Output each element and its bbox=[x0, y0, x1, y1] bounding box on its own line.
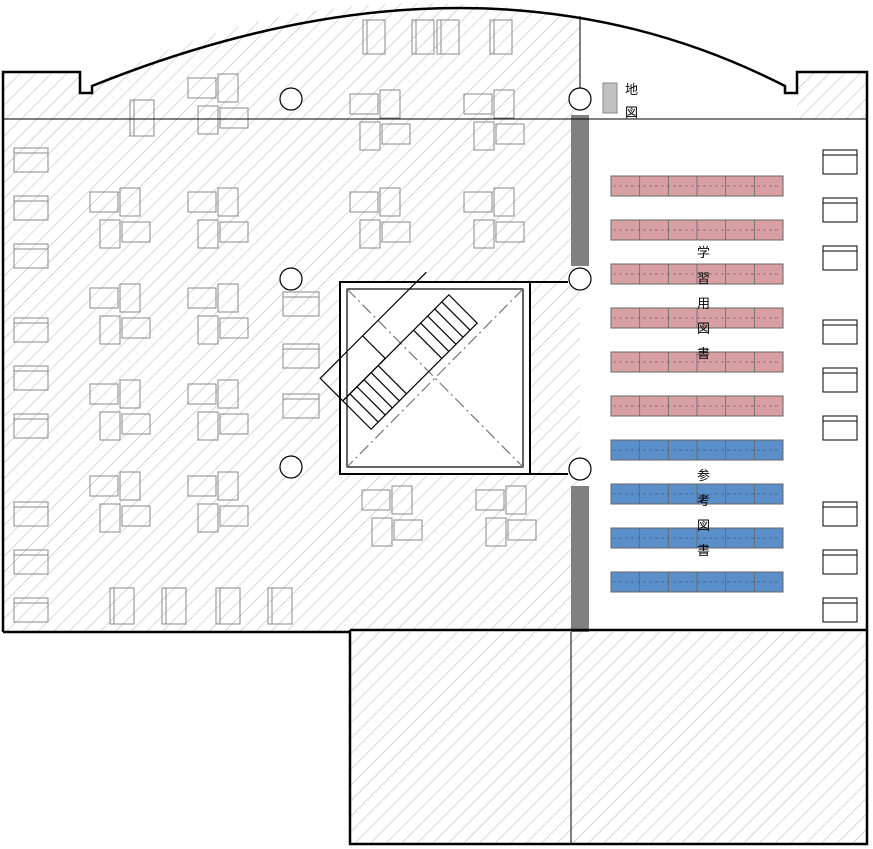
partition bbox=[571, 115, 589, 266]
chair bbox=[822, 501, 858, 527]
corner-right bbox=[797, 72, 867, 119]
reference-shelf bbox=[610, 439, 784, 461]
chair bbox=[822, 415, 858, 441]
table-group bbox=[187, 471, 249, 533]
annex-right bbox=[571, 632, 868, 844]
table-group bbox=[463, 89, 525, 151]
column bbox=[568, 267, 592, 291]
reference-books-label: 参 考 図 書 bbox=[697, 468, 710, 559]
chair bbox=[13, 549, 49, 575]
reference-shelf bbox=[610, 527, 784, 549]
chair bbox=[822, 597, 858, 623]
chair bbox=[13, 501, 49, 527]
reading-furniture bbox=[13, 19, 537, 625]
svg-text:書: 書 bbox=[697, 544, 710, 559]
study-shelf bbox=[610, 175, 784, 197]
map-sign-icon bbox=[602, 82, 618, 114]
svg-text:習: 習 bbox=[697, 272, 710, 287]
chair bbox=[109, 587, 135, 625]
chair bbox=[267, 587, 293, 625]
chair bbox=[822, 245, 858, 271]
right-chairs bbox=[822, 149, 858, 623]
stairwell-walls bbox=[529, 281, 568, 475]
chair bbox=[129, 99, 155, 137]
chair bbox=[13, 597, 49, 623]
chair bbox=[215, 587, 241, 625]
svg-text:考: 考 bbox=[697, 494, 710, 509]
chair bbox=[13, 413, 49, 439]
chair bbox=[411, 19, 435, 55]
study-shelf bbox=[610, 263, 784, 285]
chair bbox=[436, 19, 460, 55]
table-group bbox=[89, 379, 151, 441]
columns bbox=[279, 87, 592, 481]
svg-text:参: 参 bbox=[697, 468, 710, 484]
chair bbox=[13, 317, 49, 343]
study-shelf bbox=[610, 219, 784, 241]
table-group bbox=[89, 187, 151, 249]
table-group bbox=[89, 283, 151, 345]
chair bbox=[822, 367, 858, 393]
chair bbox=[13, 147, 49, 173]
chair bbox=[13, 195, 49, 221]
table-group bbox=[349, 89, 411, 151]
bookshelves bbox=[610, 175, 784, 593]
chair bbox=[282, 393, 320, 419]
study-shelf bbox=[610, 395, 784, 417]
study-shelf bbox=[610, 351, 784, 373]
outer-walls bbox=[1, 6, 869, 846]
map-label-2: 図 bbox=[625, 106, 638, 121]
corner-left bbox=[3, 72, 80, 119]
stairwell bbox=[319, 271, 531, 475]
reference-shelf bbox=[610, 483, 784, 505]
table-group bbox=[349, 187, 411, 249]
table-group bbox=[475, 485, 537, 547]
svg-text:書: 書 bbox=[697, 347, 710, 362]
reference-shelf bbox=[610, 571, 784, 593]
column bbox=[279, 455, 303, 479]
table-group bbox=[89, 471, 151, 533]
svg-text:学: 学 bbox=[697, 245, 710, 261]
table-group bbox=[463, 187, 525, 249]
column bbox=[279, 267, 303, 291]
svg-text:用: 用 bbox=[697, 297, 710, 312]
table-group bbox=[361, 485, 423, 547]
partition bbox=[571, 486, 589, 632]
study-books-label: 学 習 用 図 書 bbox=[697, 245, 710, 362]
table-group bbox=[187, 379, 249, 441]
column bbox=[568, 87, 592, 111]
chair bbox=[822, 549, 858, 575]
chair bbox=[822, 149, 858, 175]
stair-flight bbox=[319, 271, 479, 431]
svg-text:図: 図 bbox=[697, 322, 710, 337]
table-group bbox=[187, 283, 249, 345]
chair bbox=[362, 19, 386, 55]
table-group bbox=[187, 73, 249, 135]
table-group bbox=[187, 187, 249, 249]
map-label-1: 地 bbox=[625, 83, 638, 98]
chair bbox=[489, 19, 513, 55]
study-shelf bbox=[610, 307, 784, 329]
chair bbox=[13, 365, 49, 391]
chair bbox=[822, 197, 858, 223]
chair bbox=[282, 343, 320, 369]
column bbox=[568, 457, 592, 481]
chair bbox=[13, 243, 49, 269]
chair bbox=[282, 291, 320, 317]
chair bbox=[161, 587, 187, 625]
column bbox=[279, 87, 303, 111]
annex-left bbox=[350, 632, 571, 844]
svg-text:図: 図 bbox=[697, 519, 710, 534]
chair bbox=[822, 319, 858, 345]
